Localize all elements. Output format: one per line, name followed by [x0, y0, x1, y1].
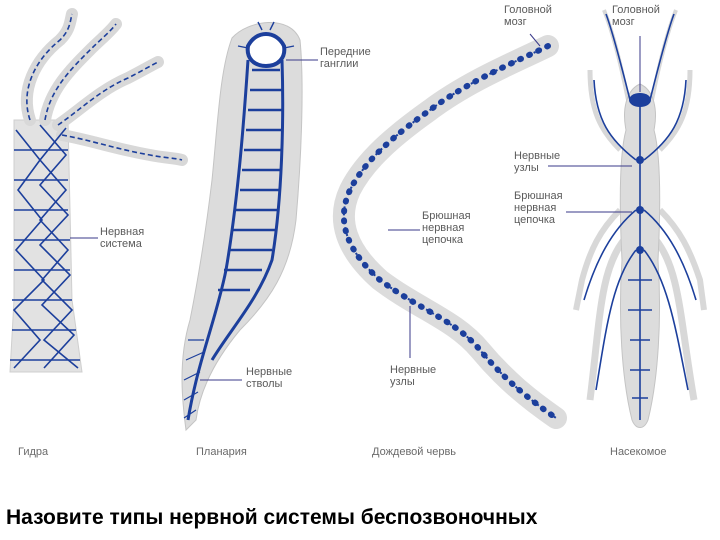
- label-hydra-nervous-system: Нервная система: [100, 226, 145, 250]
- slide-question: Назовите типы нервной системы беспозвоно…: [6, 506, 538, 529]
- caption-earthworm: Дождевой червь: [372, 446, 457, 458]
- label-insect-nerve-nodes: Нервные узлы: [514, 150, 561, 174]
- earthworm-figure: [332, 33, 567, 429]
- label-insect-ventral-chain: Брюшная нервная цепочка: [514, 190, 563, 226]
- hydra-figure: [9, 8, 188, 373]
- label-insect-brain: Головной мозг: [612, 4, 660, 28]
- label-worm-brain: Головной мозг: [504, 4, 552, 28]
- caption-planaria: Планария: [196, 446, 247, 458]
- label-planaria-trunks: Нервные стволы: [246, 366, 293, 390]
- caption-hydra: Гидра: [18, 446, 49, 458]
- planaria-figure: [181, 21, 318, 432]
- insect-figure: [548, 9, 707, 428]
- caption-insect: Насекомое: [610, 446, 667, 458]
- label-worm-nerve-nodes: Нервные узлы: [390, 364, 437, 388]
- label-planaria-ganglia: Передние ганглии: [320, 46, 371, 70]
- label-worm-ventral-chain: Брюшная нервная цепочка: [422, 210, 471, 246]
